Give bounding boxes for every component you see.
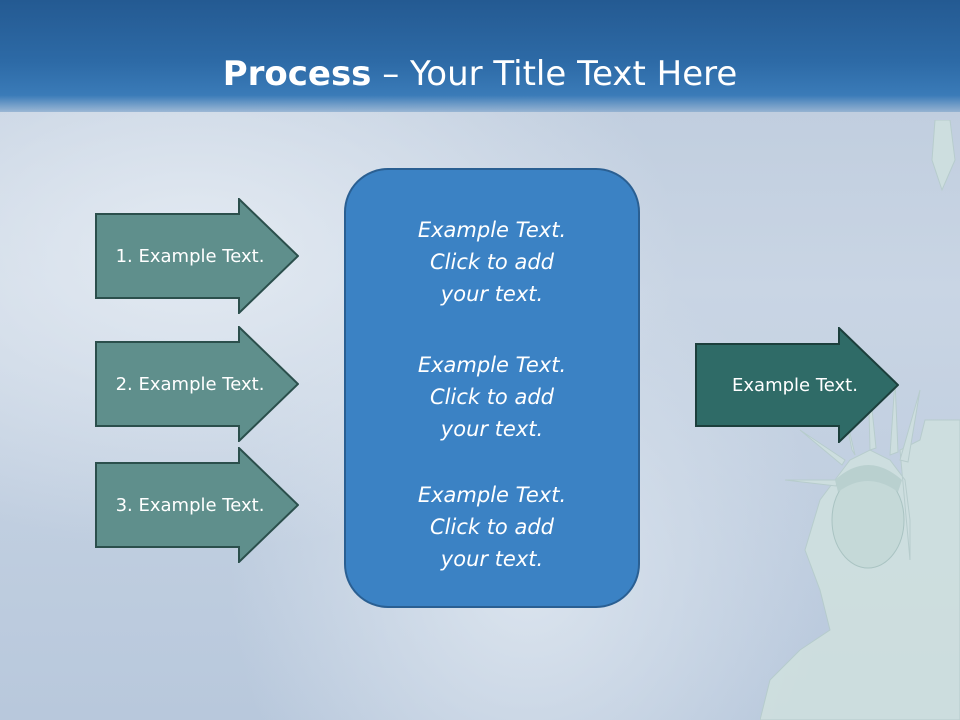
title-bar xyxy=(0,0,960,112)
center-block-1-line-3: your text. xyxy=(440,282,544,306)
center-block-3-line-3: your text. xyxy=(440,547,544,571)
right-arrow[interactable]: Example Text. xyxy=(695,327,899,443)
statue-of-liberty-image xyxy=(760,120,960,720)
center-block-3-line-2: Click to add xyxy=(429,515,554,539)
center-text-block-1: Example Text. Click to add your text. xyxy=(346,214,638,310)
center-block-1-line-1: Example Text. xyxy=(417,218,567,242)
left-arrow-1[interactable]: 1. Example Text. xyxy=(95,198,299,314)
center-text-block-3: Example Text. Click to add your text. xyxy=(346,479,638,575)
center-block-2-line-3: your text. xyxy=(440,417,544,441)
left-arrow-2[interactable]: 2. Example Text. xyxy=(95,326,299,442)
center-block-2-line-2: Click to add xyxy=(429,385,554,409)
center-block-3-line-1: Example Text. xyxy=(417,483,567,507)
right-arrow-label: Example Text. xyxy=(732,374,858,396)
slide-title: Process – Your Title Text Here xyxy=(0,52,960,96)
title-rest: – Your Title Text Here xyxy=(371,54,738,94)
center-text-block-2: Example Text. Click to add your text. xyxy=(346,349,638,445)
title-bold: Process xyxy=(222,54,372,94)
left-arrow-1-label: 1. Example Text. xyxy=(115,245,265,267)
center-block-2-line-1: Example Text. xyxy=(417,353,567,377)
left-arrow-3-label: 3. Example Text. xyxy=(115,494,265,516)
left-arrow-2-label: 2. Example Text. xyxy=(115,373,265,395)
center-text-box[interactable]: Example Text. Click to add your text. Ex… xyxy=(344,168,640,608)
center-block-1-line-2: Click to add xyxy=(429,250,554,274)
left-arrow-3[interactable]: 3. Example Text. xyxy=(95,447,299,563)
